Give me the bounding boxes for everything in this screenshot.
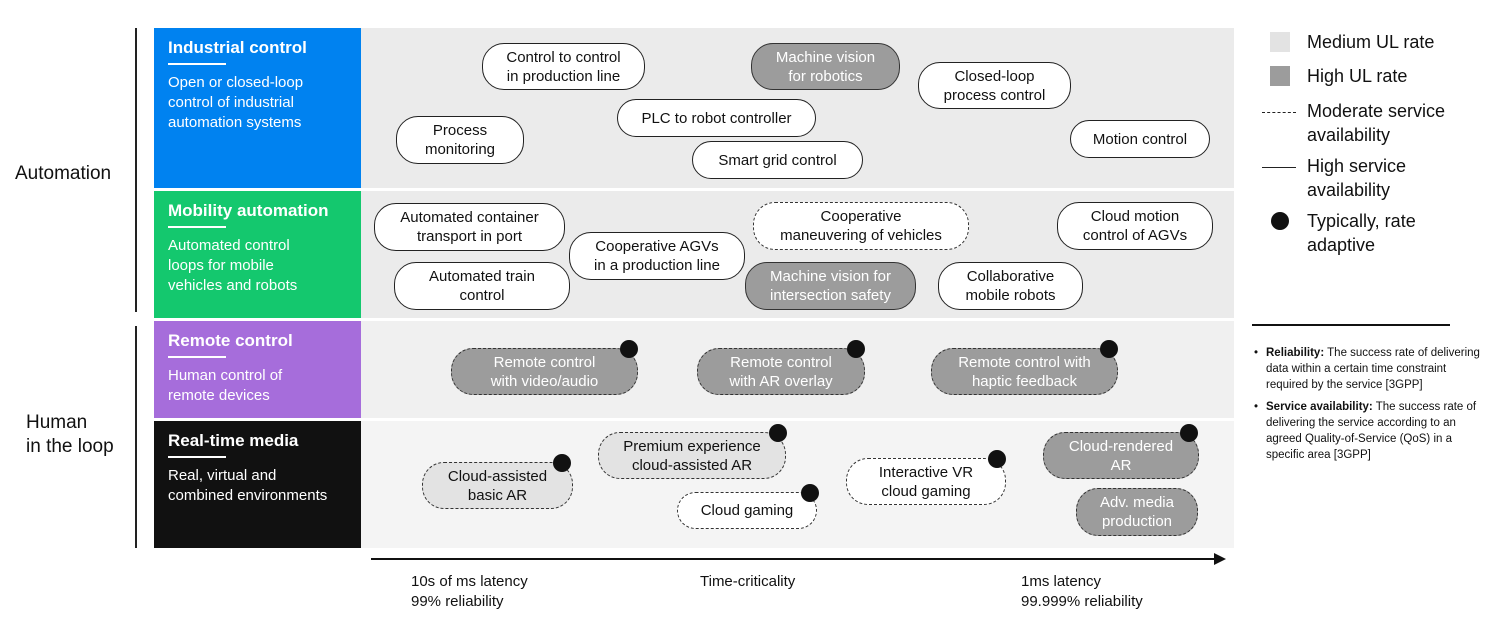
- notes-divider: [1252, 324, 1450, 326]
- category-desc: Real, virtual and combined environments: [168, 467, 328, 504]
- pill-smart-grid-control: Smart grid control: [692, 141, 863, 179]
- category-title: Mobility automation: [168, 201, 329, 220]
- category-remote-control: Remote control Human control of remote d…: [154, 321, 361, 418]
- pill-motion-control: Motion control: [1070, 120, 1210, 158]
- legend-rate-adaptive-dot: [1271, 212, 1289, 230]
- note-reliability: • Reliability: The success rate of deliv…: [1254, 347, 1480, 391]
- category-title: Real-time media: [168, 431, 299, 450]
- pill-remote-haptic: Remote control with haptic feedback: [931, 348, 1118, 395]
- group-label-human-in-loop: Human in the loop: [26, 412, 114, 457]
- pill-machine-vision-robotics: Machine vision for robotics: [751, 43, 900, 90]
- note-service-availability: • Service availability: The success rate…: [1254, 401, 1477, 461]
- rate-adaptive-dot: [1180, 424, 1198, 442]
- legend-high-ul-swatch: [1270, 66, 1290, 86]
- pill-cloud-gaming: Cloud gaming: [677, 492, 817, 529]
- category-underline: [168, 63, 226, 65]
- time-criticality-axis: [371, 558, 1217, 560]
- category-desc: Automated control loops for mobile vehic…: [168, 237, 298, 294]
- legend-dashed-line: [1262, 112, 1296, 113]
- pill-cloud-rendered-ar: Cloud-rendered AR: [1043, 432, 1199, 479]
- legend-medium-ul: Medium UL rate: [1307, 32, 1435, 52]
- legend-high-ul: High UL rate: [1307, 66, 1408, 86]
- rate-adaptive-dot: [847, 340, 865, 358]
- pill-plc-to-robot: PLC to robot controller: [617, 99, 816, 137]
- category-title: Remote control: [168, 331, 293, 350]
- category-underline: [168, 456, 226, 458]
- axis-arrowhead: [1214, 553, 1226, 565]
- human-loop-bracket-line: [135, 326, 137, 548]
- category-desc: Human control of remote devices: [168, 367, 283, 404]
- rate-adaptive-dot: [1100, 340, 1118, 358]
- group-label-automation: Automation: [15, 163, 112, 184]
- rate-adaptive-dot: [553, 454, 571, 472]
- pill-process-monitoring: Process monitoring: [396, 116, 524, 164]
- category-desc: Open or closed-loop control of industria…: [168, 74, 304, 131]
- pill-cloud-assisted-basic-ar: Cloud-assisted basic AR: [422, 462, 573, 509]
- pill-closed-loop-process-control: Closed-loop process control: [918, 62, 1071, 109]
- category-title: Industrial control: [168, 38, 307, 57]
- category-mobility-automation: Mobility automation Automated control lo…: [154, 191, 361, 318]
- definitions-notes: • Reliability: The success rate of deliv…: [1254, 345, 1490, 469]
- pill-automated-container-transport: Automated container transport in port: [374, 203, 565, 251]
- pill-adv-media-production: Adv. media production: [1076, 488, 1198, 536]
- pill-collaborative-mobile-robots: Collaborative mobile robots: [938, 262, 1083, 310]
- rate-adaptive-dot: [769, 424, 787, 442]
- pill-control-to-control: Control to control in production line: [482, 43, 645, 90]
- category-underline: [168, 226, 226, 228]
- legend-solid-line: [1262, 167, 1296, 168]
- rate-adaptive-dot: [620, 340, 638, 358]
- rate-adaptive-dot: [801, 484, 819, 502]
- axis-left-label: 10s of ms latency 99% reliability: [411, 573, 528, 610]
- rate-adaptive-dot: [988, 450, 1006, 468]
- pill-interactive-vr: Interactive VR cloud gaming: [846, 458, 1006, 505]
- pill-remote-ar-overlay: Remote control with AR overlay: [697, 348, 865, 395]
- legend-high-availability: High service availability: [1307, 156, 1407, 200]
- pill-automated-train-control: Automated train control: [394, 262, 570, 310]
- automation-bracket-line: [135, 28, 137, 312]
- legend-medium-ul-swatch: [1270, 32, 1290, 52]
- category-underline: [168, 356, 226, 358]
- legend-rate-adaptive: Typically, rate adaptive: [1307, 211, 1416, 255]
- category-real-time-media: Real-time media Real, virtual and combin…: [154, 421, 361, 548]
- axis-middle-label: Time-criticality: [700, 573, 796, 590]
- pill-premium-experience-ar: Premium experience cloud-assisted AR: [598, 432, 786, 479]
- legend-moderate-availability: Moderate service availability: [1307, 101, 1446, 145]
- axis-right-label: 1ms latency 99.999% reliability: [1021, 573, 1143, 610]
- pill-cooperative-agvs: Cooperative AGVs in a production line: [569, 232, 745, 280]
- pill-cooperative-maneuvering: Cooperative maneuvering of vehicles: [753, 202, 969, 250]
- category-industrial-control: Industrial control Open or closed-loop c…: [154, 28, 361, 188]
- pill-machine-vision-intersection: Machine vision for intersection safety: [745, 262, 916, 310]
- pill-cloud-motion-control-agvs: Cloud motion control of AGVs: [1057, 202, 1213, 250]
- pill-remote-video-audio: Remote control with video/audio: [451, 348, 638, 395]
